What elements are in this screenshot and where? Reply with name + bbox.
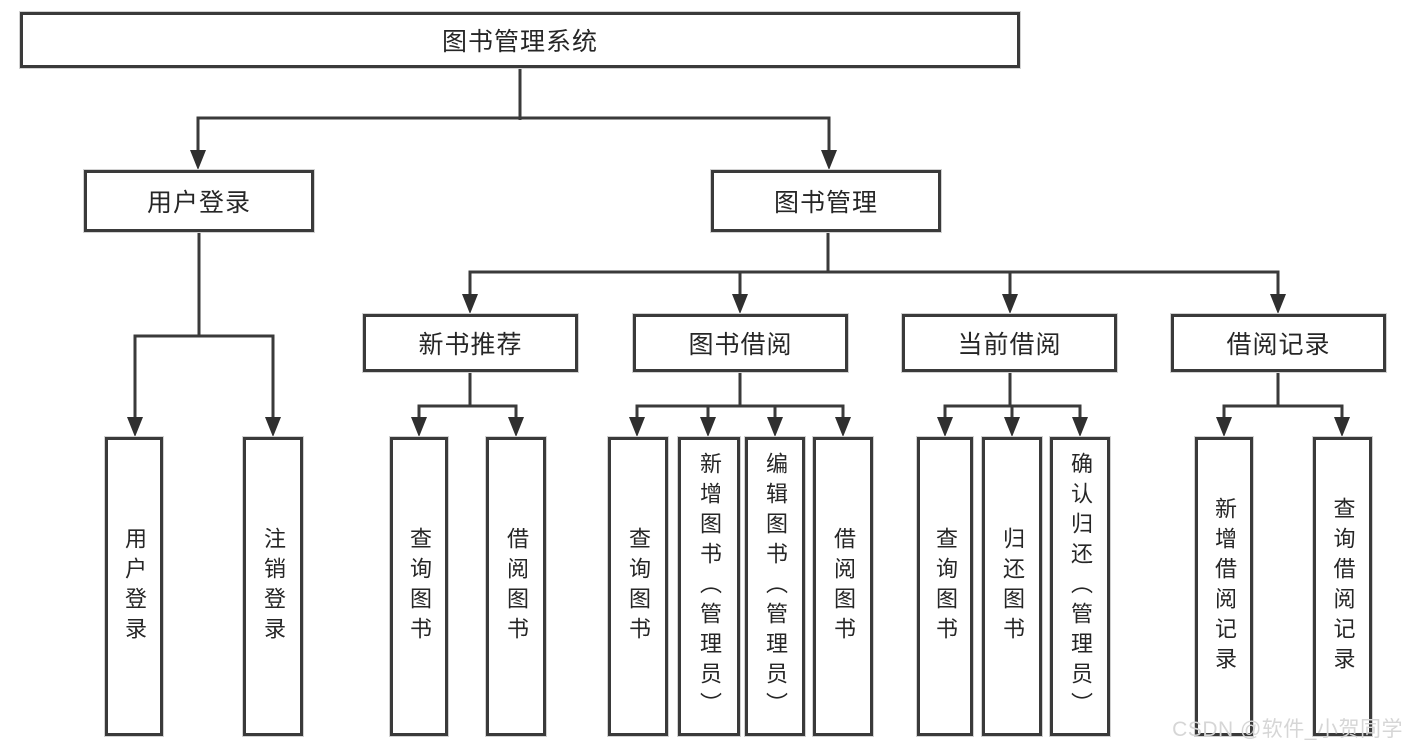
arrowheads xyxy=(127,150,1350,437)
node-label: 图书管理系统 xyxy=(441,28,598,56)
node-borrowing-records: 借阅记录 xyxy=(1171,314,1386,372)
csdn-watermark: CSDN @软件_小贺同学 xyxy=(1172,718,1403,741)
node-leaf-return-books: 归还图书 xyxy=(982,437,1042,736)
node-label: 编辑图书（管理员） xyxy=(763,451,788,722)
node-leaf-add-books-admin: 新增图书（管理员） xyxy=(678,437,740,736)
node-label: 新书推荐 xyxy=(418,331,523,359)
node-leaf-query-books-recommend: 查询图书 xyxy=(390,437,448,736)
node-label: 当前借阅 xyxy=(957,331,1062,359)
node-label: 注销登录 xyxy=(261,526,286,647)
node-book-management: 图书管理 xyxy=(711,170,941,232)
node-label: 归还图书 xyxy=(1000,526,1025,647)
node-book-borrowing: 图书借阅 xyxy=(633,314,848,372)
node-leaf-logout: 注销登录 xyxy=(243,437,303,736)
node-label: 借阅记录 xyxy=(1226,331,1331,359)
node-label: 图书借阅 xyxy=(688,331,793,359)
node-label: 借阅图书 xyxy=(831,526,856,647)
node-library-management-system: 图书管理系统 xyxy=(20,12,1020,68)
node-label: 图书管理 xyxy=(773,189,878,217)
node-label: 用户登录 xyxy=(146,189,251,217)
node-label: 借阅图书 xyxy=(504,526,529,647)
node-current-borrowing: 当前借阅 xyxy=(902,314,1117,372)
node-leaf-borrow-books-recommend: 借阅图书 xyxy=(486,437,546,736)
node-label: 查询图书 xyxy=(626,526,651,647)
node-label: 查询图书 xyxy=(933,526,958,647)
node-leaf-query-books-borrowing: 查询图书 xyxy=(608,437,668,736)
node-leaf-confirm-return-admin: 确认归还（管理员） xyxy=(1050,437,1110,736)
node-leaf-add-borrow-record: 新增借阅记录 xyxy=(1195,437,1253,736)
node-leaf-edit-books-admin: 编辑图书（管理员） xyxy=(745,437,805,736)
node-leaf-query-borrow-record: 查询借阅记录 xyxy=(1313,437,1372,736)
node-user-login: 用户登录 xyxy=(84,170,314,232)
node-label: 确认归还（管理员） xyxy=(1068,451,1093,722)
node-label: 新增借阅记录 xyxy=(1212,496,1237,677)
node-new-book-recommendation: 新书推荐 xyxy=(363,314,578,372)
node-label: 查询借阅记录 xyxy=(1330,496,1356,677)
node-label: 新增图书（管理员） xyxy=(697,451,722,722)
node-label: 用户登录 xyxy=(122,526,147,647)
node-leaf-user-login: 用户登录 xyxy=(105,437,163,736)
node-leaf-query-books-current: 查询图书 xyxy=(917,437,973,736)
node-leaf-borrow-books-borrowing: 借阅图书 xyxy=(813,437,873,736)
node-label: 查询图书 xyxy=(407,526,432,647)
